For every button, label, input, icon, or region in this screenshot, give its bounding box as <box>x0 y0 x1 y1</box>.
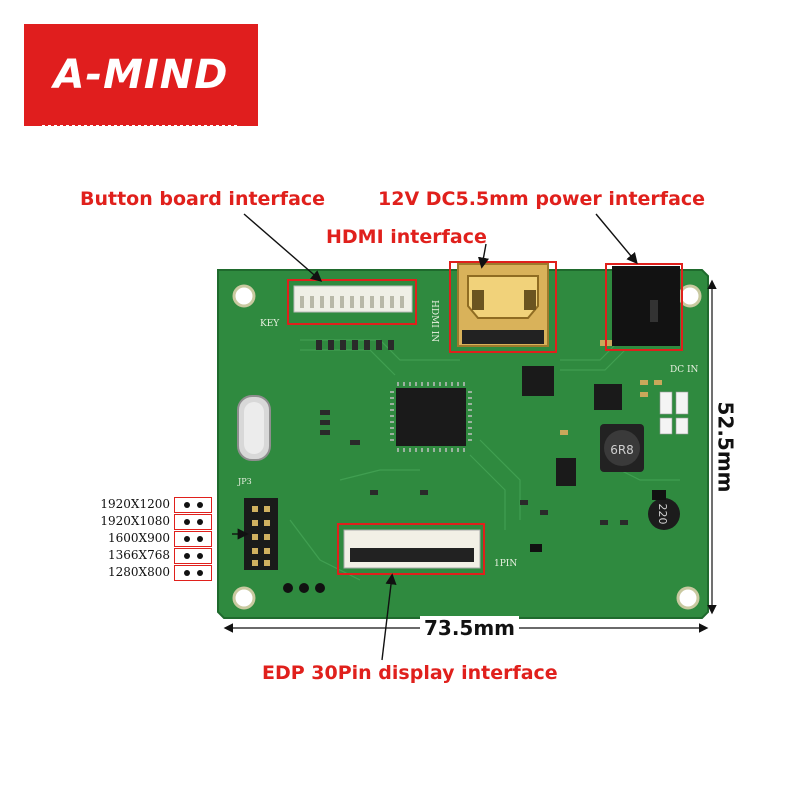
inductor-label: 6R8 <box>610 443 634 457</box>
power-box <box>605 263 683 351</box>
width-dimension-label: 73.5mm <box>420 616 520 640</box>
silkscreen-jp: JP3 <box>237 477 252 486</box>
brand-logo: A-MIND <box>24 24 258 127</box>
callout-power: 12V DC5.5mm power interface <box>378 188 706 210</box>
resolution-label: 1920X1080 <box>100 514 170 528</box>
logo-dotted-underline <box>42 125 240 127</box>
height-dimension-label: 52.5mm <box>713 397 738 497</box>
resolution-label: 1920X1200 <box>100 497 170 511</box>
hdmi-arrow <box>477 243 490 269</box>
silkscreen-1pin: 1PIN <box>494 559 517 569</box>
button-board-box <box>287 279 417 325</box>
jumper-box <box>174 497 212 513</box>
resolution-label: 1366X768 <box>108 548 170 562</box>
callout-boxes <box>287 261 683 575</box>
edp-arrow <box>381 573 397 661</box>
jumper-box <box>174 531 212 547</box>
resolution-label: 1280X800 <box>108 565 170 579</box>
callout-hdmi: HDMI interface <box>326 226 487 248</box>
power-arrow <box>595 213 638 265</box>
silkscreen-key: KEY <box>260 319 280 329</box>
jumper-box <box>174 514 212 530</box>
callout-edp: EDP 30Pin display interface <box>262 662 558 684</box>
hdmi-box <box>449 261 557 353</box>
button-board-arrow <box>243 213 323 282</box>
silkscreen-hdmi-in: HDMI IN <box>429 300 439 342</box>
jumper-box <box>174 548 212 564</box>
edp-box <box>337 523 485 575</box>
pcb-board: 6R8 220 KEY HDMI IN DC IN <box>217 263 709 619</box>
callout-button-board: Button board interface <box>80 188 326 210</box>
jumper-box <box>174 565 212 581</box>
silkscreen-dc-in: DC IN <box>670 365 699 375</box>
resolution-label: 1600X900 <box>108 531 170 545</box>
inductor2-label: 220 <box>656 504 669 525</box>
brand-logo-text: A-MIND <box>53 52 229 98</box>
